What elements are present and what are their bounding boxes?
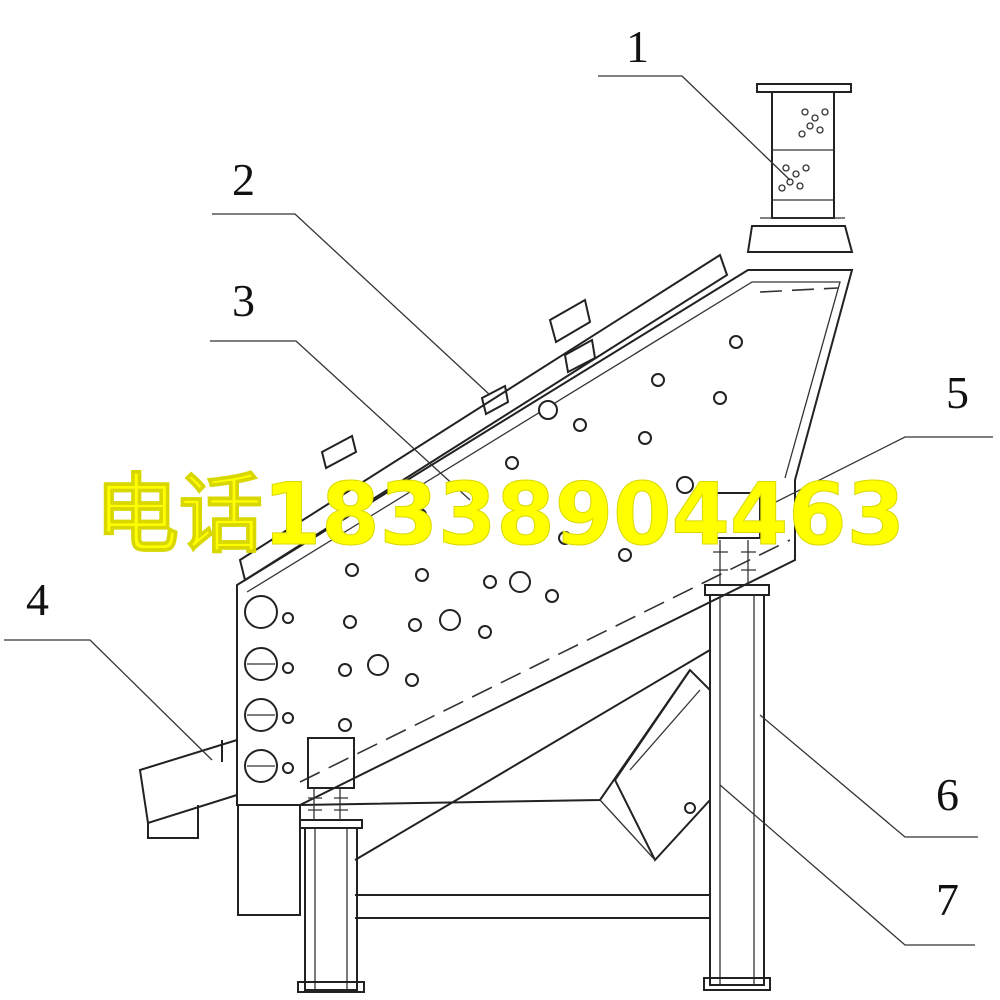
callout-7: 7 [936,874,959,925]
vibration-motors [244,595,294,783]
right-support [703,492,771,991]
callout-1: 1 [626,21,649,72]
side-plate-holes [338,335,743,732]
phone-watermark: 电话18338904463 [95,465,905,565]
callout-labels: 1 2 3 4 5 6 7 [26,21,969,925]
feed-inlet [746,83,854,253]
callout-3: 3 [232,275,255,326]
undersize-hopper [599,668,711,862]
discharge-chute [138,738,238,839]
callout-2: 2 [232,154,255,205]
callout-6: 6 [936,769,959,820]
top-cover [238,253,729,582]
left-support [237,737,365,993]
leader-lines [4,75,993,946]
inlet-perforations [778,108,829,192]
callout-5: 5 [946,367,969,418]
callout-4: 4 [26,574,49,625]
